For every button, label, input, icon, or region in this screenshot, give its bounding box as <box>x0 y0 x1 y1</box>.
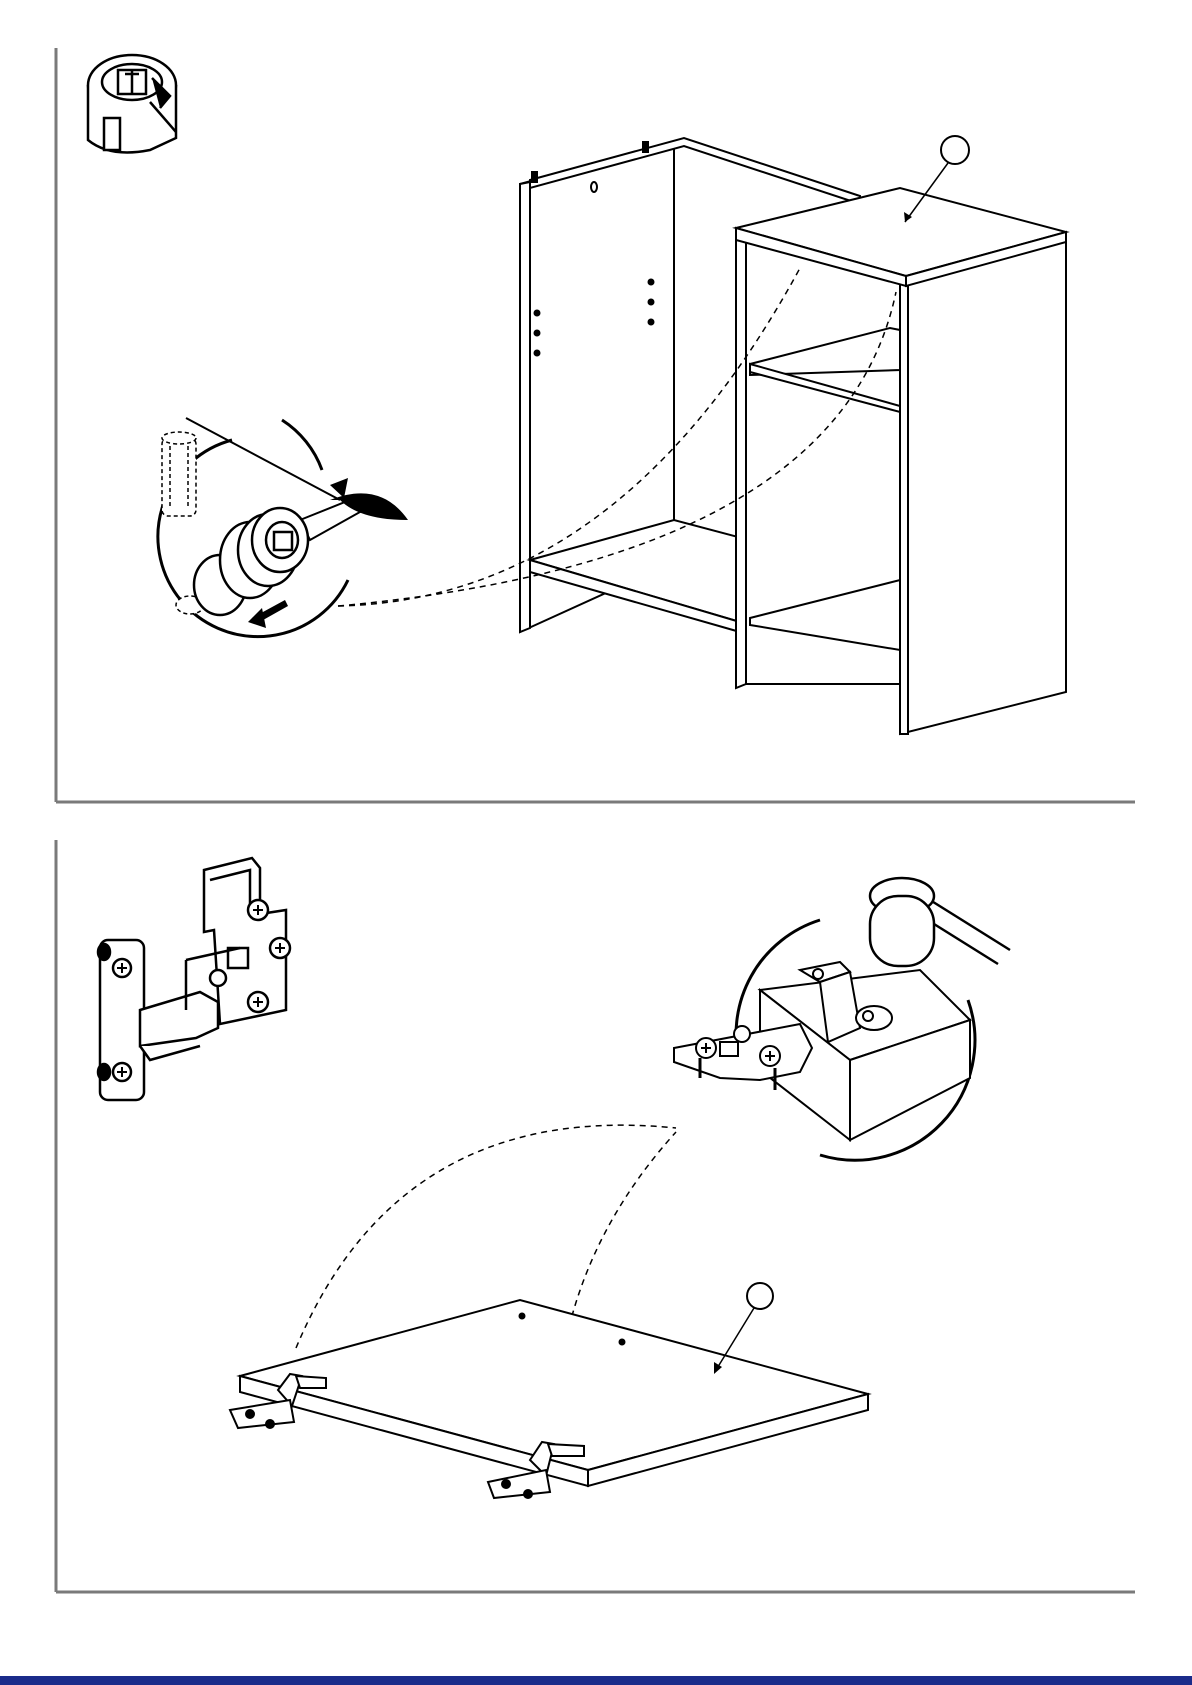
step-1-illustration <box>0 0 1192 810</box>
step-1-panel <box>0 0 1192 810</box>
step-2-illustration <box>0 810 1192 1610</box>
cam-lock-icon <box>88 55 176 152</box>
hinge-icon <box>98 858 290 1100</box>
door-panel <box>240 1300 868 1486</box>
step-2-panel <box>0 810 1192 1610</box>
bottom-accent-bar <box>0 1676 1192 1685</box>
cabinet-frame <box>520 138 1066 734</box>
screwdriver-detail <box>158 418 408 637</box>
hinge-hammer-detail <box>674 878 1010 1160</box>
